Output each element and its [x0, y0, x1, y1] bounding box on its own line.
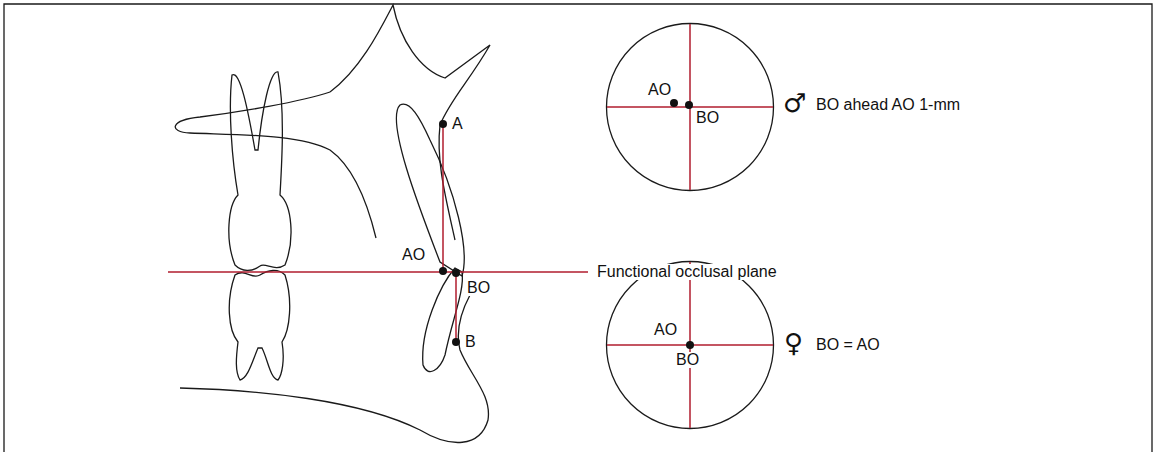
annotation-label: A [451, 116, 464, 132]
frame [4, 4, 1152, 452]
circle-outline [605, 260, 775, 430]
point-label: BO [675, 352, 700, 368]
lower-molar [229, 270, 289, 380]
point-label: BO [695, 110, 720, 126]
circle-border [607, 262, 774, 429]
annotation-label: BO = AO [815, 337, 881, 353]
point-dot [670, 99, 678, 107]
circle-outline [605, 22, 775, 192]
annotation-label: Functional occlusal plane [596, 264, 778, 280]
annotation-label: AO [401, 247, 426, 263]
upper-molar [229, 72, 291, 270]
point-dot [686, 341, 694, 349]
point-ao [439, 267, 447, 275]
point-label: AO [647, 82, 672, 98]
sex-symbol: ♀ [783, 330, 804, 356]
point-dot [685, 101, 693, 109]
upper-incisor [396, 104, 464, 276]
occlusal-plane-line [168, 271, 588, 273]
point-a [439, 120, 447, 128]
point-label: AO [653, 322, 678, 338]
annotation-label: BO ahead AO 1-mm [815, 97, 961, 113]
sex-symbol: ♂ [782, 90, 807, 116]
lower-incisor [423, 268, 463, 372]
circle-border [607, 24, 774, 191]
maxilla-outline [175, 92, 376, 238]
mandible-outline [180, 295, 488, 442]
point-b [452, 338, 460, 346]
b-perpendicular [455, 273, 457, 342]
point-bo [452, 269, 460, 277]
annotation-label: BO [466, 280, 491, 296]
crosshair-circle: AO BO [605, 260, 775, 430]
crosshair-circle: AO BO [605, 22, 775, 192]
a-perpendicular [442, 124, 444, 271]
nasal-outline [330, 5, 490, 240]
annotation-label: B [464, 334, 477, 350]
